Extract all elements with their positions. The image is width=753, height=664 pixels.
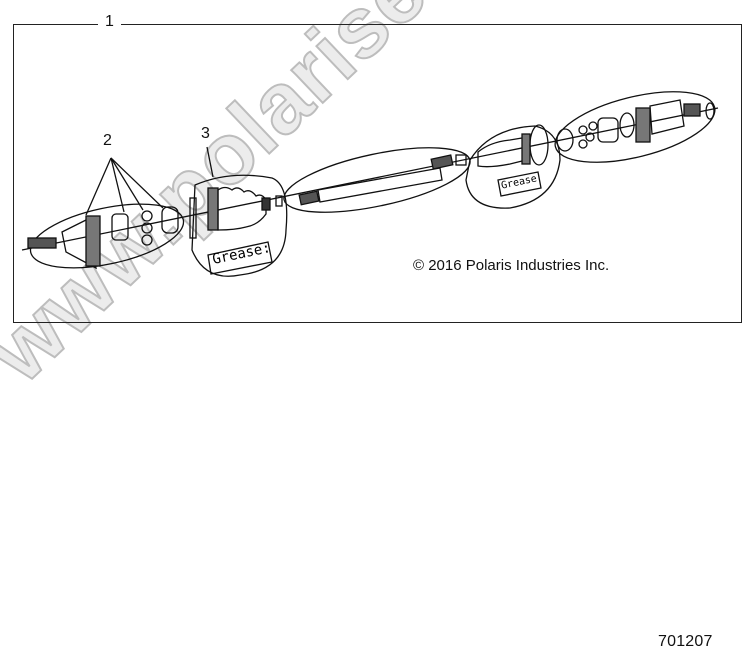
callout-2: 2	[103, 132, 112, 149]
callout-1: 1	[98, 13, 121, 31]
assembly-frame	[13, 24, 742, 323]
diagram-id: 701207	[658, 633, 713, 650]
copyright-text: © 2016 Polaris Industries Inc.	[413, 257, 610, 274]
callout-3: 3	[201, 125, 210, 142]
